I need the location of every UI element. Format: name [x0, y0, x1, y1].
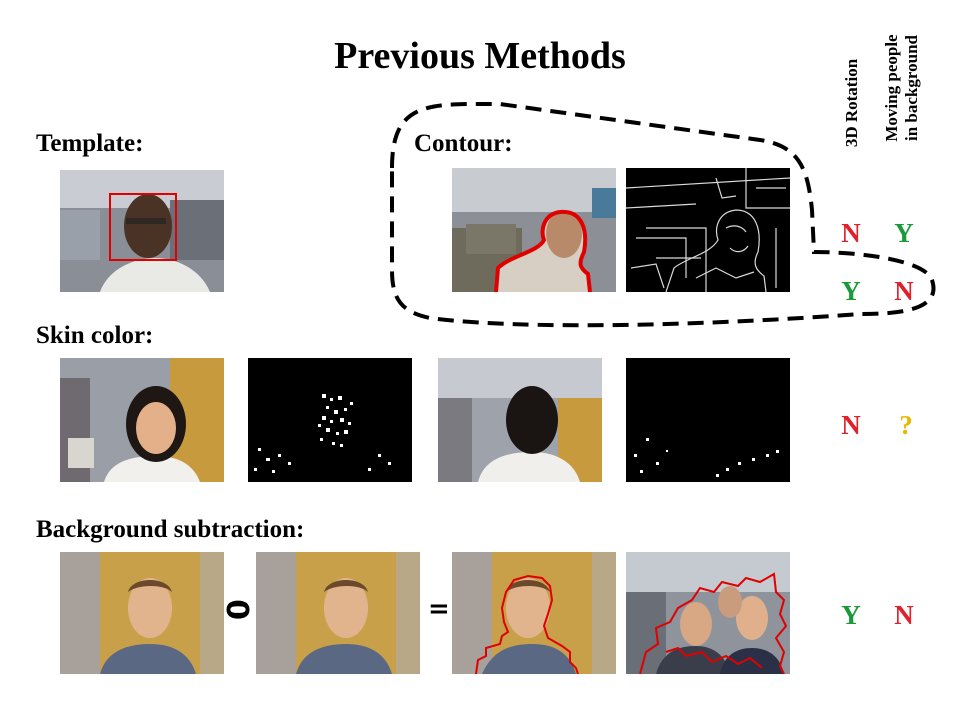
template-photo [60, 170, 224, 292]
skin-mask-2 [626, 358, 790, 482]
row-template-rotation: N [841, 218, 861, 248]
row-skin-moving: ? [899, 410, 913, 440]
row-skin-rotation: N [841, 410, 861, 440]
row-background-moving: N [894, 600, 914, 630]
page-title: Previous Methods [334, 35, 626, 77]
equals-operator: = [428, 594, 450, 624]
row-template-moving: Y [894, 218, 914, 248]
background-subtraction-result [452, 552, 616, 674]
background-photo-2 [256, 552, 420, 674]
background-subtraction-label: Background subtraction: [36, 516, 305, 543]
contour-label: Contour: [414, 130, 513, 157]
row-contour-rotation: Y [841, 276, 861, 306]
skin-color-label: Skin color: [36, 322, 154, 349]
minus-operator: 0 [218, 599, 254, 620]
contour-edge-image [626, 168, 790, 292]
background-photo-1 [60, 552, 224, 674]
skin-mask-1 [248, 358, 412, 482]
contour-photo [452, 168, 616, 292]
row-background-rotation: Y [841, 600, 861, 630]
background-subtraction-crowd [626, 552, 790, 674]
row-contour-moving: N [894, 276, 914, 306]
skin-photo-2 [438, 358, 602, 482]
template-label: Template: [36, 130, 144, 157]
skin-photo-1 [60, 358, 224, 482]
